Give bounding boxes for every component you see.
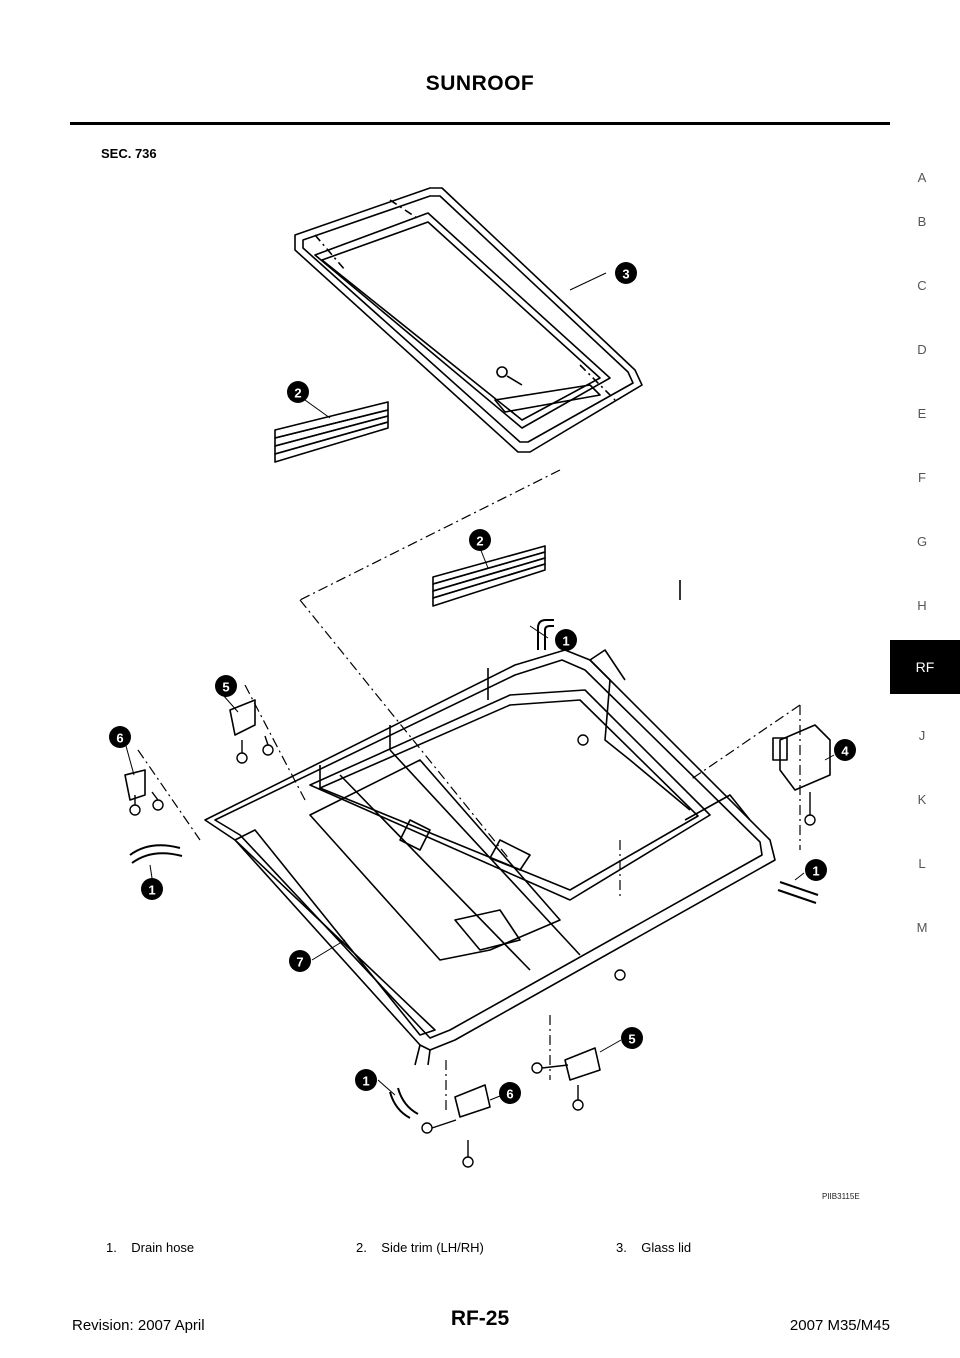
image-code: PIIB3115E <box>822 1192 860 1201</box>
tab-a[interactable]: A <box>917 170 927 185</box>
legend-label: Side trim (LH/RH) <box>381 1240 484 1255</box>
tab-m[interactable]: M <box>916 920 928 935</box>
callout-1-bottom: 1 <box>355 1069 377 1091</box>
callout-2-upper: 2 <box>287 381 309 403</box>
leader-lines <box>125 272 835 1101</box>
svg-text:5: 5 <box>222 680 229 695</box>
svg-text:1: 1 <box>148 883 155 898</box>
tab-b[interactable]: B <box>917 214 927 229</box>
sunroof-frame-part <box>204 580 776 1066</box>
bracket-parts <box>124 699 831 1118</box>
svg-text:4: 4 <box>841 744 849 759</box>
svg-text:2: 2 <box>476 534 483 549</box>
revision-date: Revision: 2007 April <box>72 1317 205 1334</box>
legend-item: 3. Glass lid <box>616 1240 691 1255</box>
tab-k[interactable]: K <box>917 792 927 807</box>
svg-text:6: 6 <box>116 731 123 746</box>
tab-d[interactable]: D <box>917 342 927 357</box>
callout-1-left: 1 <box>141 878 163 900</box>
legend-number: 1. <box>106 1240 117 1255</box>
side-trim-lower-part <box>432 545 546 607</box>
svg-text:7: 7 <box>296 955 303 970</box>
callout-4: 4 <box>834 739 856 761</box>
bolt-parts <box>129 734 816 1168</box>
callout-3: 3 <box>615 262 637 284</box>
svg-text:5: 5 <box>628 1032 635 1047</box>
legend-label: Glass lid <box>641 1240 692 1255</box>
legend-number: 3. <box>616 1240 627 1255</box>
legend-number: 2. <box>356 1240 367 1255</box>
page-title: SUNROOF <box>425 72 535 95</box>
tab-g[interactable]: G <box>916 534 928 549</box>
svg-text:1: 1 <box>362 1074 369 1089</box>
tab-c[interactable]: C <box>917 278 927 293</box>
callout-5-lower: 5 <box>621 1027 643 1049</box>
tab-f[interactable]: F <box>918 470 926 485</box>
alignment-lines <box>137 469 801 1110</box>
callout-5-upper: 5 <box>215 675 237 697</box>
legend-item: 2. Side trim (LH/RH) <box>356 1240 484 1255</box>
tab-e[interactable]: E <box>917 406 927 421</box>
svg-text:1: 1 <box>812 864 819 879</box>
drain-hose-parts <box>129 619 819 1119</box>
svg-text:1: 1 <box>562 634 569 649</box>
callout-6-lower: 6 <box>499 1082 521 1104</box>
side-trim-upper-part <box>274 401 389 463</box>
tab-j[interactable]: J <box>918 728 926 743</box>
callout-2-lower: 2 <box>469 529 491 551</box>
svg-text:6: 6 <box>506 1087 513 1102</box>
page-number: RF-25 <box>450 1307 510 1330</box>
header-rule <box>70 122 890 125</box>
legend-item: 1. Drain hose <box>106 1240 194 1255</box>
callout-6-upper: 6 <box>109 726 131 748</box>
tab-h[interactable]: H <box>917 598 927 613</box>
svg-text:2: 2 <box>294 386 301 401</box>
callout-1-right: 1 <box>805 859 827 881</box>
tab-rf-active[interactable]: RF <box>890 640 960 694</box>
model-name: 2007 M35/M45 <box>789 1317 890 1334</box>
sunroof-exploded-diagram: 3 2 2 1 5 6 4 1 1 7 5 1 6 <box>109 187 856 1168</box>
legend-label: Drain hose <box>131 1240 195 1255</box>
callout-7: 7 <box>289 950 311 972</box>
glass-lid-part <box>294 187 643 453</box>
callout-1-top: 1 <box>555 629 577 651</box>
svg-text:3: 3 <box>622 267 629 282</box>
section-code: SEC. 736 <box>101 146 157 161</box>
tab-l[interactable]: L <box>918 856 926 871</box>
